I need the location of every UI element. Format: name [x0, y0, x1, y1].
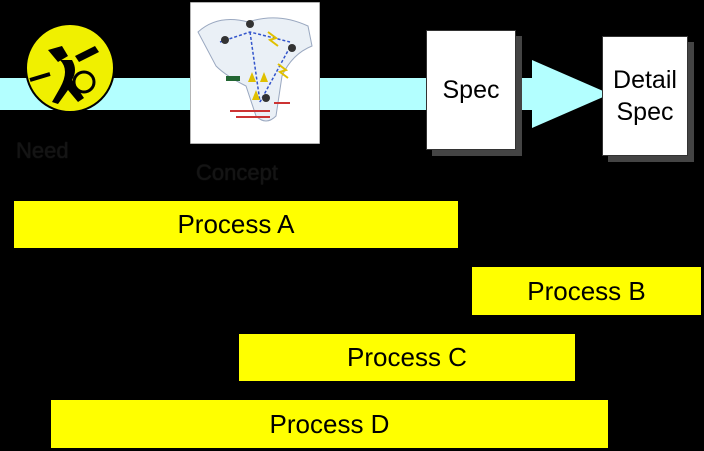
process-bar-a: Process A	[14, 201, 458, 248]
spec-card: Spec	[426, 30, 516, 150]
need-label: Need	[16, 138, 69, 163]
need-icon	[25, 23, 115, 113]
detail-spec-line2: Spec	[616, 98, 674, 126]
detail-spec-line1: Detail	[613, 65, 677, 94]
process-bar-c: Process C	[239, 334, 575, 381]
process-b-label: Process B	[527, 275, 646, 306]
detail-spec-card: Detail Spec	[602, 36, 688, 156]
process-bar-b: Process B	[472, 267, 701, 315]
concept-label: Concept	[196, 160, 278, 185]
process-a-label: Process A	[177, 209, 295, 239]
process-bar-d: Process D	[51, 400, 608, 448]
concept-map-image	[190, 2, 320, 144]
process-d-label: Process D	[269, 408, 390, 439]
spec-label: Spec	[442, 75, 500, 104]
process-c-label: Process C	[347, 342, 467, 372]
